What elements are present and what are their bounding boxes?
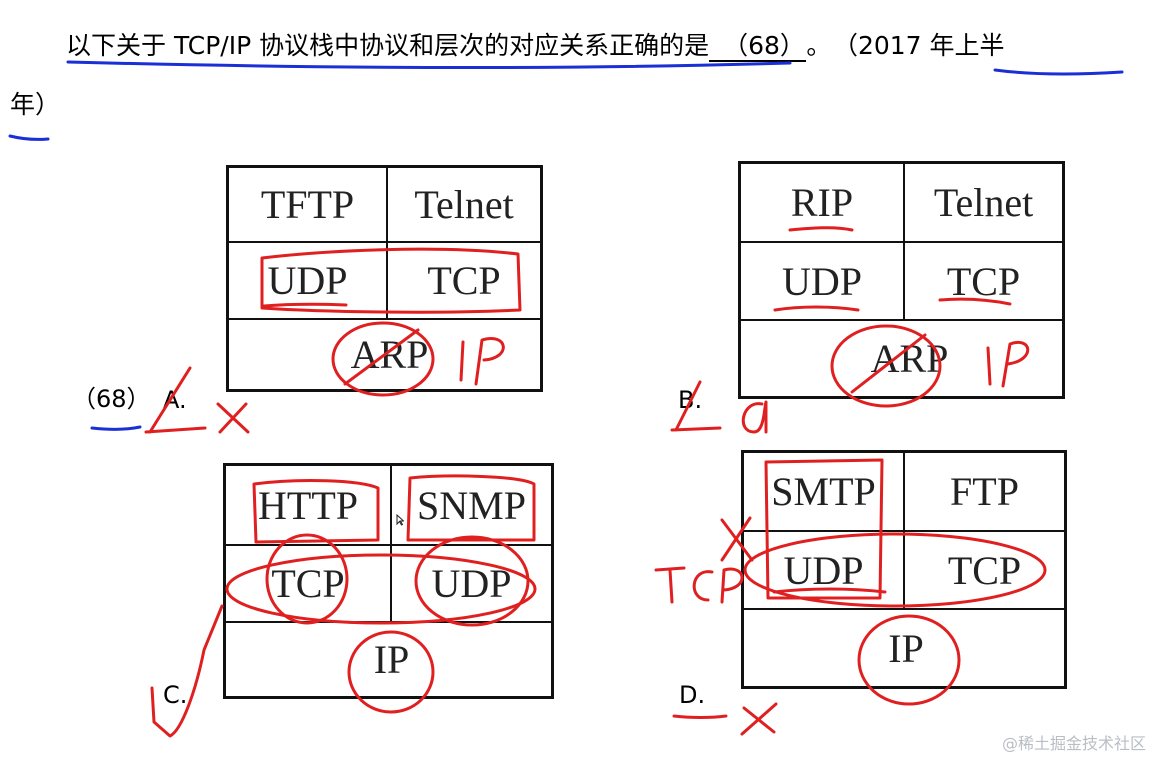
question-stem: 以下关于 TCP/IP 协议栈中协议和层次的对应关系正确的是 xyxy=(66,31,710,60)
cell-c-udp: UDP xyxy=(392,546,551,623)
option-a-label: A. xyxy=(163,386,187,414)
option-b-label: B. xyxy=(678,386,703,414)
cell-b-arp: ARP xyxy=(870,336,949,381)
watermark: @稀土掘金技术社区 xyxy=(1001,734,1146,753)
question-source: （2017 年上半 xyxy=(845,31,1005,60)
cell-a-telnet: Telnet xyxy=(388,168,540,243)
cell-d-ftp: FTP xyxy=(905,453,1064,532)
cell-c-http: HTTP xyxy=(226,466,392,546)
option-c-table: HTTP SNMP TCP UDP IP xyxy=(223,463,554,699)
cell-b-udp: UDP xyxy=(741,243,905,321)
option-b-table: RIP Telnet UDP TCP ARP xyxy=(738,161,1065,399)
answer-blank: （68） xyxy=(709,31,807,62)
cell-d-tcp: TCP xyxy=(905,532,1064,610)
cell-a-arp: ARP xyxy=(350,332,429,377)
option-d-table: SMTP FTP UDP TCP IP xyxy=(741,450,1067,689)
option-c-label: C. xyxy=(163,681,188,709)
question-source-end: 年） xyxy=(10,90,61,119)
cell-d-ip: IP xyxy=(888,625,924,671)
mouse-cursor-icon xyxy=(396,514,404,526)
cell-c-snmp: SNMP xyxy=(392,466,551,546)
cell-b-tcp: TCP xyxy=(905,243,1062,321)
cell-d-udp: UDP xyxy=(744,532,905,610)
option-a-table: TFTP Telnet UDP TCP ARP xyxy=(226,165,543,392)
option-d-label: D. xyxy=(679,681,706,709)
cell-a-udp: UDP xyxy=(229,243,388,320)
cell-d-smtp: SMTP xyxy=(744,453,905,532)
cell-a-tftp: TFTP xyxy=(229,168,388,243)
cell-b-rip: RIP xyxy=(741,164,905,243)
question-period: 。 xyxy=(806,31,832,60)
cell-c-tcp: TCP xyxy=(226,546,392,623)
question-number-label: （68） xyxy=(72,385,151,413)
question-text: 以下关于 TCP/IP 协议栈中协议和层次的对应关系正确的是（68）。 （2017… xyxy=(66,31,1005,62)
cell-c-ip: IP xyxy=(373,637,410,682)
cell-a-tcp: TCP xyxy=(388,243,540,320)
cell-b-telnet: Telnet xyxy=(905,164,1062,243)
